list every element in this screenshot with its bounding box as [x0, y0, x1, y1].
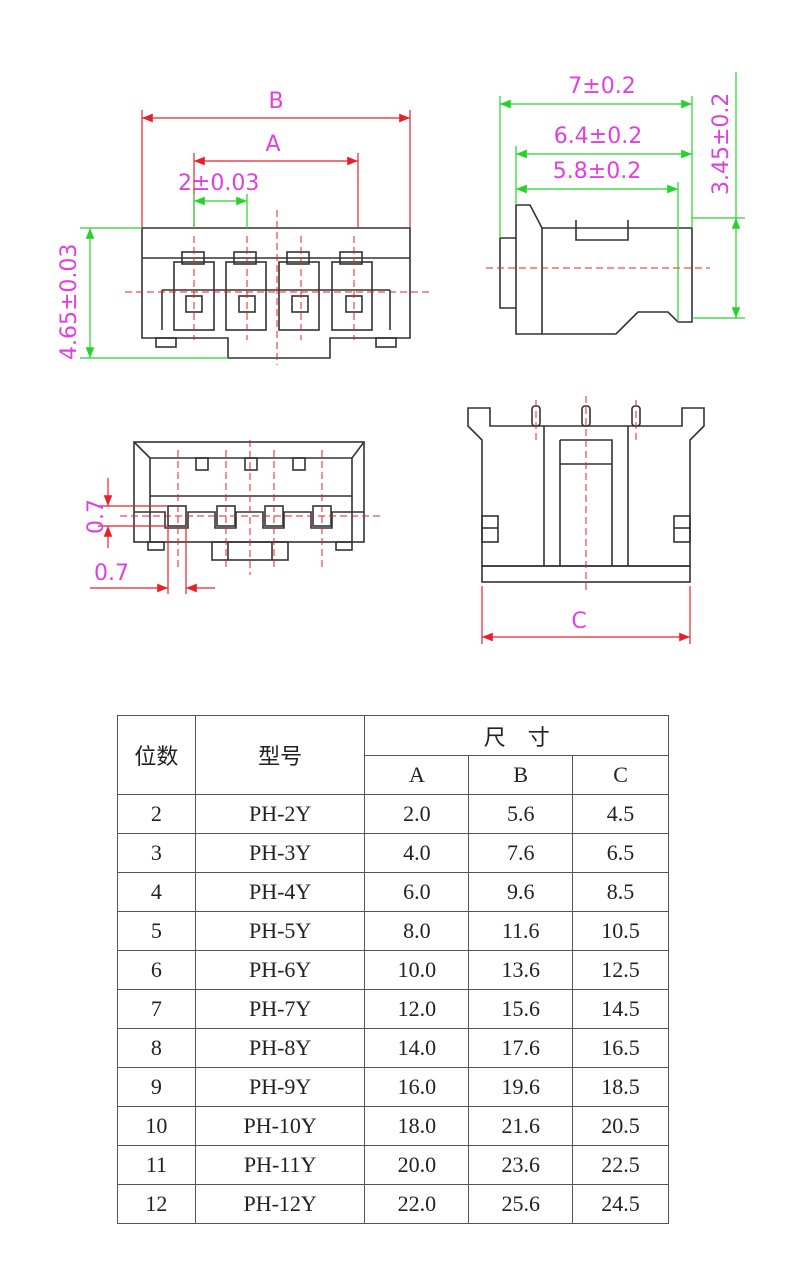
cell-c: 24.5 [572, 1184, 669, 1224]
cell-c: 4.5 [572, 794, 669, 834]
dim-front-height-label: 4.65±0.03 [57, 244, 82, 360]
cell-c: 10.5 [572, 911, 669, 951]
cell-a: 8.0 [364, 911, 470, 951]
dim-side-total-label: 7±0.2 [568, 74, 635, 99]
header-model: 型号 [194, 715, 366, 795]
cell-positions: 2 [117, 794, 196, 834]
cell-b: 9.6 [468, 872, 574, 912]
header-b: B [468, 755, 574, 795]
cell-positions: 6 [117, 950, 196, 990]
cell-a: 14.0 [364, 1028, 470, 1068]
cell-positions: 12 [117, 1184, 196, 1224]
cell-b: 25.6 [468, 1184, 574, 1224]
cell-a: 12.0 [364, 989, 470, 1029]
technical-drawing: B A 2±0.03 4.65±0.03 7±0.2 6.4±0.2 [57, 72, 745, 644]
cell-positions: 7 [117, 989, 196, 1029]
cell-c: 22.5 [572, 1145, 669, 1185]
cell-c: 16.5 [572, 1028, 669, 1068]
cell-b: 17.6 [468, 1028, 574, 1068]
cell-model: PH-6Y [194, 950, 366, 990]
cell-positions: 9 [117, 1067, 196, 1107]
cell-model: PH-12Y [194, 1184, 366, 1224]
cell-a: 6.0 [364, 872, 470, 912]
header-a: A [364, 755, 470, 795]
cell-b: 13.6 [468, 950, 574, 990]
header-c: C [572, 755, 669, 795]
cell-c: 6.5 [572, 833, 669, 873]
cell-b: 23.6 [468, 1145, 574, 1185]
front-view: B A 2±0.03 4.65±0.03 [57, 89, 430, 365]
dim-C-label: C [571, 609, 586, 634]
cell-b: 15.6 [468, 989, 574, 1029]
cell-model: PH-8Y [194, 1028, 366, 1068]
cell-a: 2.0 [364, 794, 470, 834]
cell-c: 18.5 [572, 1067, 669, 1107]
header-positions: 位数 [117, 715, 196, 795]
dim-bottom-vertical-label: 0.7 [84, 499, 109, 534]
dim-A-label: A [265, 132, 280, 157]
cell-b: 11.6 [468, 911, 574, 951]
bottom-view: 0.7 0.7 [84, 440, 380, 594]
cell-positions: 10 [117, 1106, 196, 1146]
cell-model: PH-4Y [194, 872, 366, 912]
rear-view: C [467, 396, 705, 644]
cell-a: 10.0 [364, 950, 470, 990]
cell-model: PH-10Y [194, 1106, 366, 1146]
cell-positions: 4 [117, 872, 196, 912]
cell-model: PH-5Y [194, 911, 366, 951]
cell-a: 20.0 [364, 1145, 470, 1185]
dim-B-label: B [268, 89, 283, 114]
dim-pitch-label: 2±0.03 [178, 171, 259, 196]
cell-b: 19.6 [468, 1067, 574, 1107]
cell-a: 4.0 [364, 833, 470, 873]
cell-a: 16.0 [364, 1067, 470, 1107]
side-view: 7±0.2 6.4±0.2 5.8±0.2 3.45±0.2 [486, 72, 745, 335]
cell-c: 8.5 [572, 872, 669, 912]
cell-b: 7.6 [468, 833, 574, 873]
front-cavities [161, 251, 391, 331]
cell-positions: 11 [117, 1145, 196, 1185]
cell-c: 14.5 [572, 989, 669, 1029]
cell-positions: 8 [117, 1028, 196, 1068]
cell-a: 22.0 [364, 1184, 470, 1224]
cell-c: 12.5 [572, 950, 669, 990]
cell-model: PH-3Y [194, 833, 366, 873]
cell-b: 21.6 [468, 1106, 574, 1146]
cell-positions: 5 [117, 911, 196, 951]
dim-side-height-label: 3.45±0.2 [709, 93, 734, 195]
cell-c: 20.5 [572, 1106, 669, 1146]
cell-model: PH-11Y [194, 1145, 366, 1185]
cell-positions: 3 [117, 833, 196, 873]
cell-model: PH-9Y [194, 1067, 366, 1107]
header-size: 尺 寸 [364, 715, 669, 756]
dim-side-mid-label: 6.4±0.2 [554, 124, 642, 149]
cell-model: PH-2Y [194, 794, 366, 834]
cell-b: 5.6 [468, 794, 574, 834]
cell-a: 18.0 [364, 1106, 470, 1146]
dim-side-inner-label: 5.8±0.2 [553, 159, 641, 184]
cell-model: PH-7Y [194, 989, 366, 1029]
dim-bottom-horizontal-label: 0.7 [94, 561, 129, 586]
